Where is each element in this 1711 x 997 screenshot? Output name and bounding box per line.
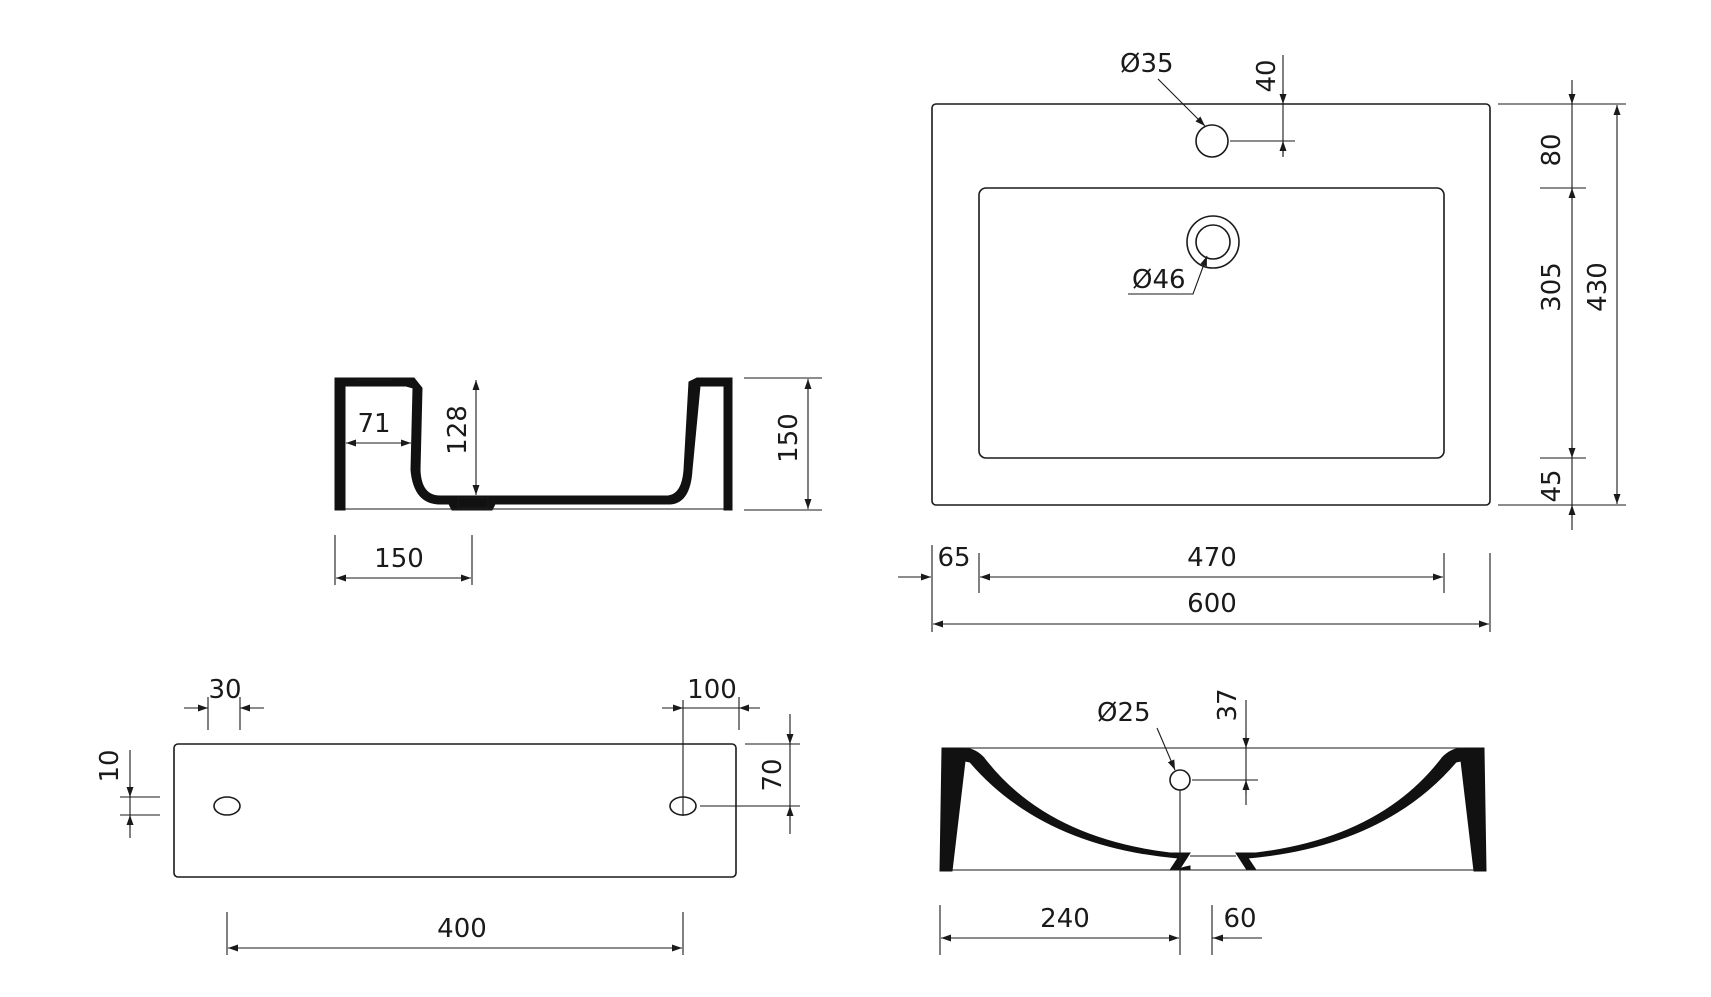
dim-label-10: 10 [95, 749, 125, 782]
mounting-hole-left [213, 796, 241, 816]
leader-drain [1128, 255, 1208, 295]
dim-label-100: 100 [687, 675, 737, 705]
leader-overflow [1156, 727, 1176, 771]
label-tap-hole-diameter: Ø35 [1120, 49, 1174, 79]
dim-label-240: 240 [1040, 904, 1090, 934]
side-section-view: 150 128 71 150 [334, 377, 822, 585]
dim-label-150-height: 150 [774, 413, 804, 463]
drain-outer-ring [1186, 215, 1240, 269]
dim-label-305: 305 [1537, 262, 1567, 312]
dim-label-70: 70 [758, 758, 788, 791]
dim-label-400: 400 [437, 914, 487, 944]
side-section-profile [334, 377, 733, 511]
label-drain-diameter: Ø46 [1132, 265, 1186, 295]
dim-label-470: 470 [1187, 543, 1237, 573]
dim-label-60: 60 [1223, 904, 1256, 934]
front-section-profile [939, 747, 1191, 872]
dim-label-430: 430 [1583, 262, 1613, 312]
dim-label-600: 600 [1187, 589, 1237, 619]
dim-label-30: 30 [208, 675, 241, 705]
tap-hole [1195, 124, 1229, 158]
top-bowl-outline [978, 187, 1445, 459]
overflow-hole [1169, 769, 1191, 791]
front-section-profile-right [1235, 747, 1487, 872]
top-outer-outline [931, 103, 1491, 506]
dim-label-80: 80 [1537, 133, 1567, 166]
dim-label-128-depth: 128 [443, 405, 473, 455]
top-view: Ø35 Ø46 40 80 305 45 430 65 470 [898, 49, 1626, 632]
dim-label-150-width: 150 [374, 544, 424, 574]
rear-view: 30 100 10 70 400 [95, 675, 800, 955]
rear-panel-outline [173, 743, 737, 878]
side-drain-outlet [457, 497, 489, 509]
dim-label-65: 65 [937, 543, 970, 573]
label-overflow-diameter: Ø25 [1097, 698, 1151, 728]
dim-label-71-offset: 71 [357, 409, 390, 439]
front-section-view: Ø25 37 240 60 [939, 688, 1487, 955]
dim-label-40: 40 [1252, 59, 1282, 92]
drain-inner-ring [1195, 224, 1231, 260]
dim-label-37: 37 [1213, 688, 1243, 721]
leader-tap-hole [1157, 78, 1206, 127]
dim-label-45: 45 [1537, 469, 1567, 502]
